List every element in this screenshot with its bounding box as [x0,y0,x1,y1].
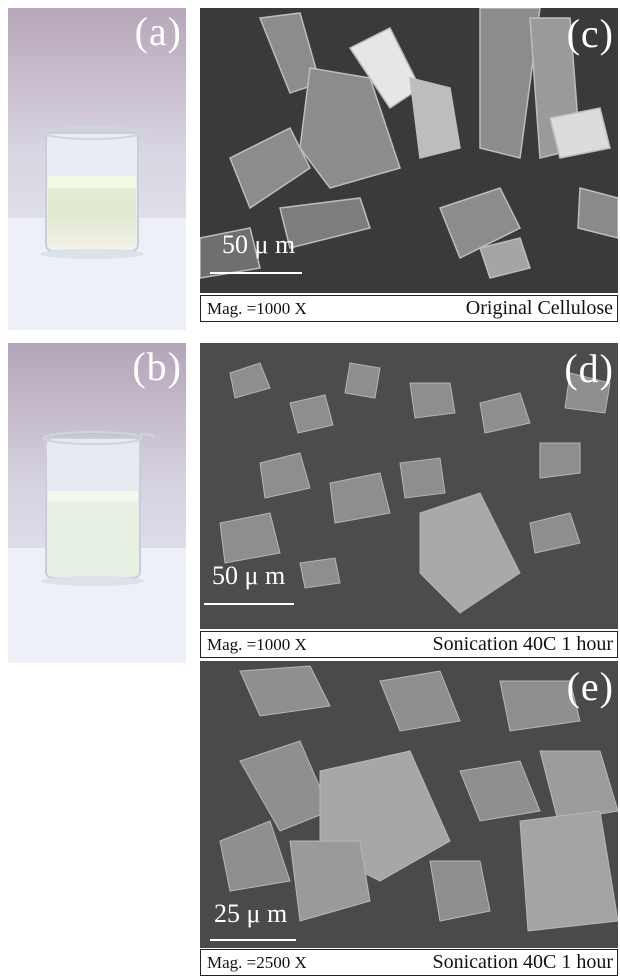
caption-d: Mag. =1000 X Sonication 40C 1 hour [200,631,618,658]
panel-label-c: (c) [566,11,614,56]
description-text-d: Sonication 40C 1 hour [432,633,613,655]
scale-bar-e [210,939,296,941]
sem-panel-e: (e) 25 μ m [200,661,618,948]
sem-image-d [200,343,618,629]
scale-bar-c [210,272,302,274]
description-text-e: Sonication 40C 1 hour [432,951,613,973]
caption-e: Mag. =2500 X Sonication 40C 1 hour [200,949,618,976]
panel-label-e: (e) [566,664,614,709]
photo-panel-a: (a) [8,8,186,330]
panel-label-d: (d) [564,346,614,391]
sem-panel-d: (d) 50 μ m [200,343,618,629]
beaker-image-a [8,8,186,330]
mag-text-e: Mag. =2500 X [207,953,307,972]
scale-text-e: 25 μ m [214,899,288,928]
beaker-image-b [8,343,186,663]
description-text-c: Original Cellulose [465,297,613,319]
mag-text-d: Mag. =1000 X [207,635,307,654]
scale-text-c: 50 μ m [222,230,296,259]
sem-panel-c: (c) 50 μ m [200,8,618,293]
photo-panel-b: (b) [8,343,186,663]
panel-label-a: (a) [134,9,182,54]
panel-label-b: (b) [132,344,182,389]
sem-image-c [200,8,618,293]
mag-text-c: Mag. =1000 X [207,299,307,318]
caption-c: Mag. =1000 X Original Cellulose [200,295,618,322]
sem-image-e [200,661,618,948]
scale-bar-d [204,603,294,605]
scale-text-d: 50 μ m [212,561,286,590]
